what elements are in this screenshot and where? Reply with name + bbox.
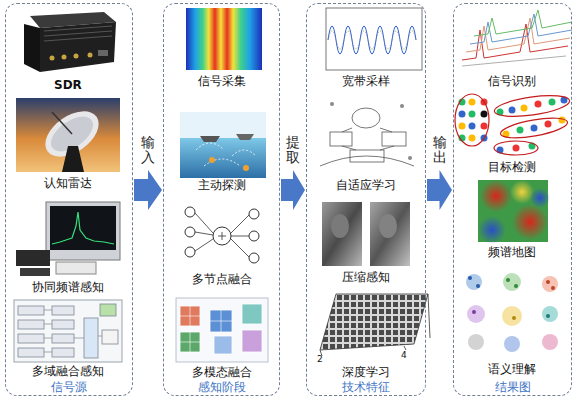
arrow-label: 输出 — [433, 135, 447, 166]
item-caption: 信号识别 — [488, 74, 536, 88]
item-caption: 多模态融合 — [192, 365, 252, 379]
item-caption: 多节点融合 — [192, 272, 252, 286]
item-caption: 主动探测 — [198, 178, 246, 192]
stage-panel: 结果图 — [453, 3, 572, 396]
stage-panel: 技术特征 — [306, 3, 426, 396]
panel-caption: 信号源 — [48, 380, 90, 394]
block-arrow — [427, 170, 452, 210]
item-caption: 频谱地图 — [488, 245, 536, 259]
item-caption: 自适应学习 — [336, 178, 396, 192]
item-caption: 压缩感知 — [342, 270, 390, 284]
callout-number: 4 — [401, 350, 407, 361]
stage-panel: 信号源 — [5, 3, 133, 396]
item-caption: 目标检测 — [488, 160, 536, 174]
item-caption: 协同频谱感知 — [32, 280, 104, 294]
callout-number: 2 — [317, 354, 323, 365]
arrow-label: 输入 — [141, 135, 155, 166]
panel-caption: 结果图 — [492, 380, 534, 394]
item-caption: SDR — [54, 78, 82, 92]
item-caption: 语义理解 — [488, 362, 536, 376]
item-caption: 认知雷达 — [44, 176, 92, 190]
panel-caption: 技术特征 — [339, 380, 393, 394]
stage-panel: 感知阶段 — [163, 3, 280, 396]
arrow-label: 提取 — [286, 135, 300, 166]
panel-caption: 感知阶段 — [195, 380, 249, 394]
item-caption: 宽带采样 — [342, 74, 390, 88]
item-caption: 信号采集 — [198, 74, 246, 88]
block-arrow — [134, 170, 162, 210]
item-caption: 深度学习 — [342, 365, 390, 379]
item-caption: 多域融合感知 — [32, 364, 104, 378]
block-arrow — [281, 170, 305, 210]
